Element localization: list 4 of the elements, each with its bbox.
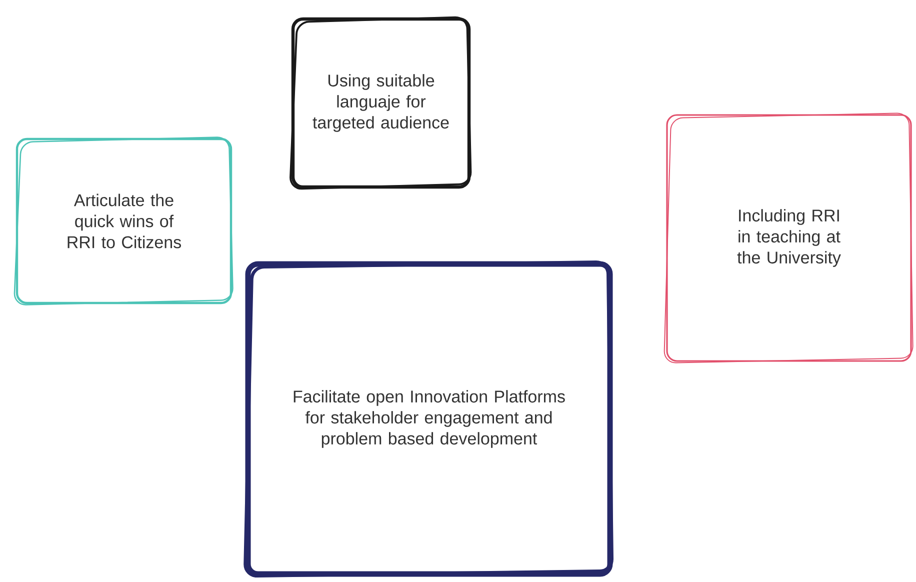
- text-box: Using suitable languaje for targeted audience: [290, 16, 472, 190]
- text-box: Including RRI in teaching at the University: [664, 112, 914, 364]
- text-box: Facilitate open Innovation Platforms for stakeholder engagement and problem based development: [244, 260, 614, 578]
- text-box: Articulate the quick wins of RRI to Citizens: [14, 136, 234, 306]
